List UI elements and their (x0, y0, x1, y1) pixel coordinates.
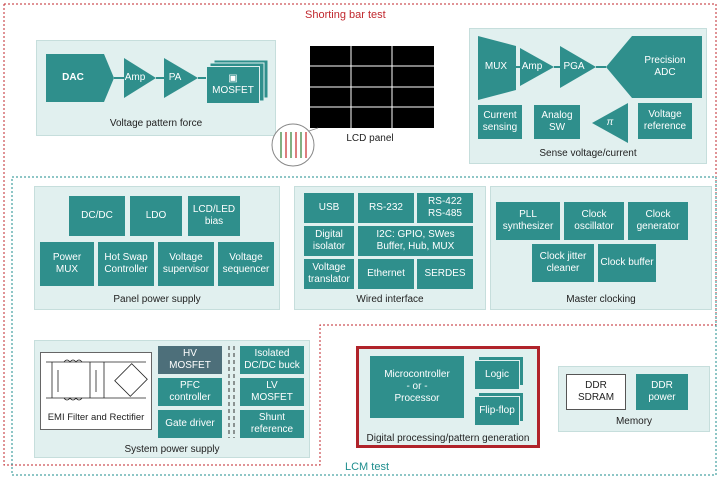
microcontroller-processor-block: Microcontroller - or - Processor (370, 356, 464, 418)
panel-power-caption: Panel power supply (113, 294, 201, 305)
pi-filter-label: π (606, 117, 614, 128)
mux-label: MUX (484, 61, 508, 72)
rs422-rs485-block: RS-422 RS-485 (417, 193, 473, 223)
shorting-bar-title: Shorting bar test (305, 9, 386, 21)
serdes-block: SERDES (417, 259, 473, 289)
gate-driver-block: Gate driver (158, 410, 222, 438)
mosfet-symbol-icon: ▣ (228, 73, 238, 84)
sense-amp-label: Amp (521, 61, 543, 72)
flip-flop-block: Flip-flop (474, 396, 520, 426)
wired-interface-caption: Wired interface (356, 294, 424, 305)
lcm-title: LCM test (342, 461, 393, 473)
clock-oscillator-block: Clock oscillator (564, 202, 624, 240)
hv-mosfet-block: HV MOSFET (158, 346, 222, 374)
dac-block-label: DAC (62, 72, 84, 83)
emi-filter-label: EMI Filter and Rectifier (47, 412, 145, 423)
pll-synthesizer-block: PLL synthesizer (496, 202, 560, 240)
analog-sw-block: Analog SW (534, 105, 580, 139)
ddr-sdram-block: DDR SDRAM (566, 374, 626, 410)
master-clocking-caption: Master clocking (566, 294, 636, 305)
memory-caption: Memory (615, 416, 653, 427)
amp-block-label: Amp (124, 72, 146, 83)
pa-block-label: PA (168, 72, 182, 83)
sense-panel (469, 28, 707, 164)
voltage-supervisor-block: Voltage supervisor (158, 242, 214, 286)
power-mux-block: Power MUX (40, 242, 94, 286)
logic-block: Logic (474, 360, 520, 390)
voltage-translator-block: Voltage translator (304, 259, 354, 289)
sense-caption: Sense voltage/current (539, 148, 637, 159)
voltage-pattern-force-caption: Voltage pattern force (109, 118, 203, 129)
i2c-block: I2C: GPIO, SWes Buffer, Hub, MUX (358, 226, 473, 256)
ddr-power-block: DDR power (636, 374, 688, 410)
ldo-block: LDO (130, 196, 182, 236)
lcd-led-bias-block: LCD/LED bias (188, 196, 240, 236)
clock-generator-block: Clock generator (628, 202, 688, 240)
voltage-sequencer-block: Voltage sequencer (218, 242, 274, 286)
clock-jitter-cleaner-block: Clock jitter cleaner (532, 244, 594, 282)
lv-mosfet-block: LV MOSFET (240, 378, 304, 406)
rs232-block: RS-232 (358, 193, 414, 223)
shunt-reference-block: Shunt reference (240, 410, 304, 438)
voltage-reference-block: Voltage reference (638, 103, 692, 139)
current-sensing-block: Current sensing (478, 105, 522, 139)
pga-label: PGA (563, 61, 585, 72)
pfc-controller-block: PFC controller (158, 378, 222, 406)
ethernet-block: Ethernet (358, 259, 414, 289)
mosfet-label: MOSFET (212, 85, 254, 96)
usb-block: USB (304, 193, 354, 223)
precision-adc-label: Precision ADC (644, 55, 686, 78)
mosfet-block: ▣ MOSFET (206, 66, 260, 104)
dcdc-block: DC/DC (69, 196, 125, 236)
clock-buffer-block: Clock buffer (598, 244, 656, 282)
isolated-dcdc-buck-block: Isolated DC/DC buck (240, 346, 304, 374)
lcm-outline (11, 176, 717, 476)
digital-processing-caption: Digital processing/pattern generation (366, 433, 530, 444)
digital-isolator-block: Digital isolator (304, 226, 354, 256)
hot-swap-controller-block: Hot Swap Controller (98, 242, 154, 286)
lcd-magnifier-icon (271, 123, 315, 167)
lcd-panel-caption: LCD panel (346, 133, 394, 144)
shorting-bar-outline (3, 3, 717, 466)
system-power-caption: System power supply (124, 444, 220, 455)
